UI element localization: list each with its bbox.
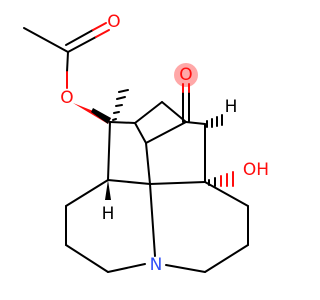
bond-bridge-4 <box>145 142 151 185</box>
bond-ester-carbonyl-b1 <box>65 29 94 46</box>
bond-lring-3 <box>65 244 109 273</box>
bond-lring-4 <box>107 263 146 273</box>
ester-oxygen-label: O <box>60 88 73 108</box>
ester-carbonyl-oxygen-label: O <box>107 12 120 32</box>
nitrogen-label: N <box>150 255 163 275</box>
ketone-oxygen-highlight <box>174 63 198 87</box>
bond-methyl-carbonyl <box>23 27 69 53</box>
bond-c1-c2 <box>109 121 136 124</box>
hashed-bond-oh <box>208 171 234 187</box>
bond-center-right <box>149 181 206 185</box>
bond-bridge-1 <box>134 101 163 124</box>
molecule-svg: O O O H H OH N <box>23 12 269 275</box>
bond-ester-carbonyl-a1 <box>67 36 97 53</box>
bond-c-rightc <box>185 121 206 125</box>
hashed-bond-h-right <box>206 114 223 128</box>
bond-center-n <box>149 183 156 257</box>
bond-bridge-3 <box>134 122 147 144</box>
bond-c1-c3 <box>107 121 111 181</box>
hashed-bond-methyl-up <box>112 89 129 121</box>
bond-ester-carbonyl-b2 <box>92 22 107 31</box>
bond-rring-4 <box>165 264 206 273</box>
bond-lring-1 <box>65 179 109 207</box>
wedge-h-left <box>105 180 111 200</box>
bond-ester-carbonyl-a2 <box>95 29 110 38</box>
bond-bridge-5 <box>145 121 187 144</box>
hydrogen-right-label: H <box>225 97 238 117</box>
bond-center-left <box>107 179 151 185</box>
wedge-o-c1-black <box>91 108 111 124</box>
bond-ester-c-o1 <box>66 51 69 73</box>
hydroxyl-label: OH <box>243 160 269 180</box>
bond-rring-1 <box>204 181 249 207</box>
bond-rring-3 <box>204 244 249 273</box>
ketone-oxygen-label: O <box>179 65 192 85</box>
molecule-structure-diagram: O O O H H OH N <box>23 12 270 275</box>
hydrogen-left-label: H <box>102 204 115 224</box>
